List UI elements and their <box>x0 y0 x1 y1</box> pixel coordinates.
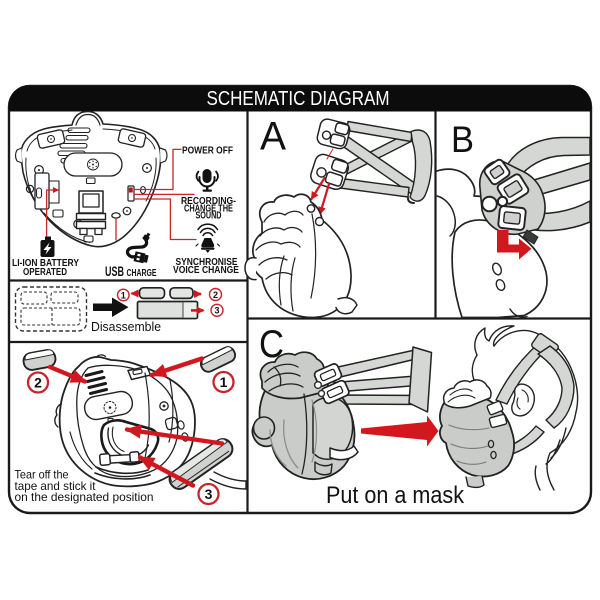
svg-text:OPERATED: OPERATED <box>23 266 67 278</box>
svg-text:LI-ION BATTERY: LI-ION BATTERY <box>12 257 79 269</box>
svg-text:3: 3 <box>205 486 213 502</box>
svg-text:1: 1 <box>121 290 126 300</box>
svg-text:SYNCHRONISE: SYNCHRONISE <box>176 256 238 268</box>
svg-text:tape and stick it: tape and stick it <box>15 479 97 493</box>
svg-text:RECORDING-: RECORDING- <box>181 196 236 207</box>
svg-text:CHARGE: CHARGE <box>127 268 157 279</box>
svg-text:2: 2 <box>213 290 218 300</box>
svg-text:CHANGE THE: CHANGE THE <box>184 203 233 214</box>
svg-text:USB: USB <box>105 263 124 279</box>
svg-text:SOUND: SOUND <box>196 211 222 222</box>
svg-text:SCHEMATIC DIAGRAM: SCHEMATIC DIAGRAM <box>207 88 390 110</box>
svg-text:2: 2 <box>34 375 42 391</box>
svg-text:A: A <box>260 115 286 159</box>
svg-text:VOICE CHANGE: VOICE CHANGE <box>173 264 239 276</box>
svg-text:3: 3 <box>214 306 219 316</box>
svg-text:Tear off the: Tear off the <box>15 468 69 482</box>
svg-text:Disassemble: Disassemble <box>91 320 161 334</box>
svg-text:Put on a mask: Put on a mask <box>326 482 465 509</box>
svg-text:1: 1 <box>220 374 228 390</box>
svg-text:B: B <box>451 119 474 160</box>
svg-text:POWER OFF: POWER OFF <box>182 145 233 157</box>
svg-text:on the designated position: on the designated position <box>15 490 154 504</box>
